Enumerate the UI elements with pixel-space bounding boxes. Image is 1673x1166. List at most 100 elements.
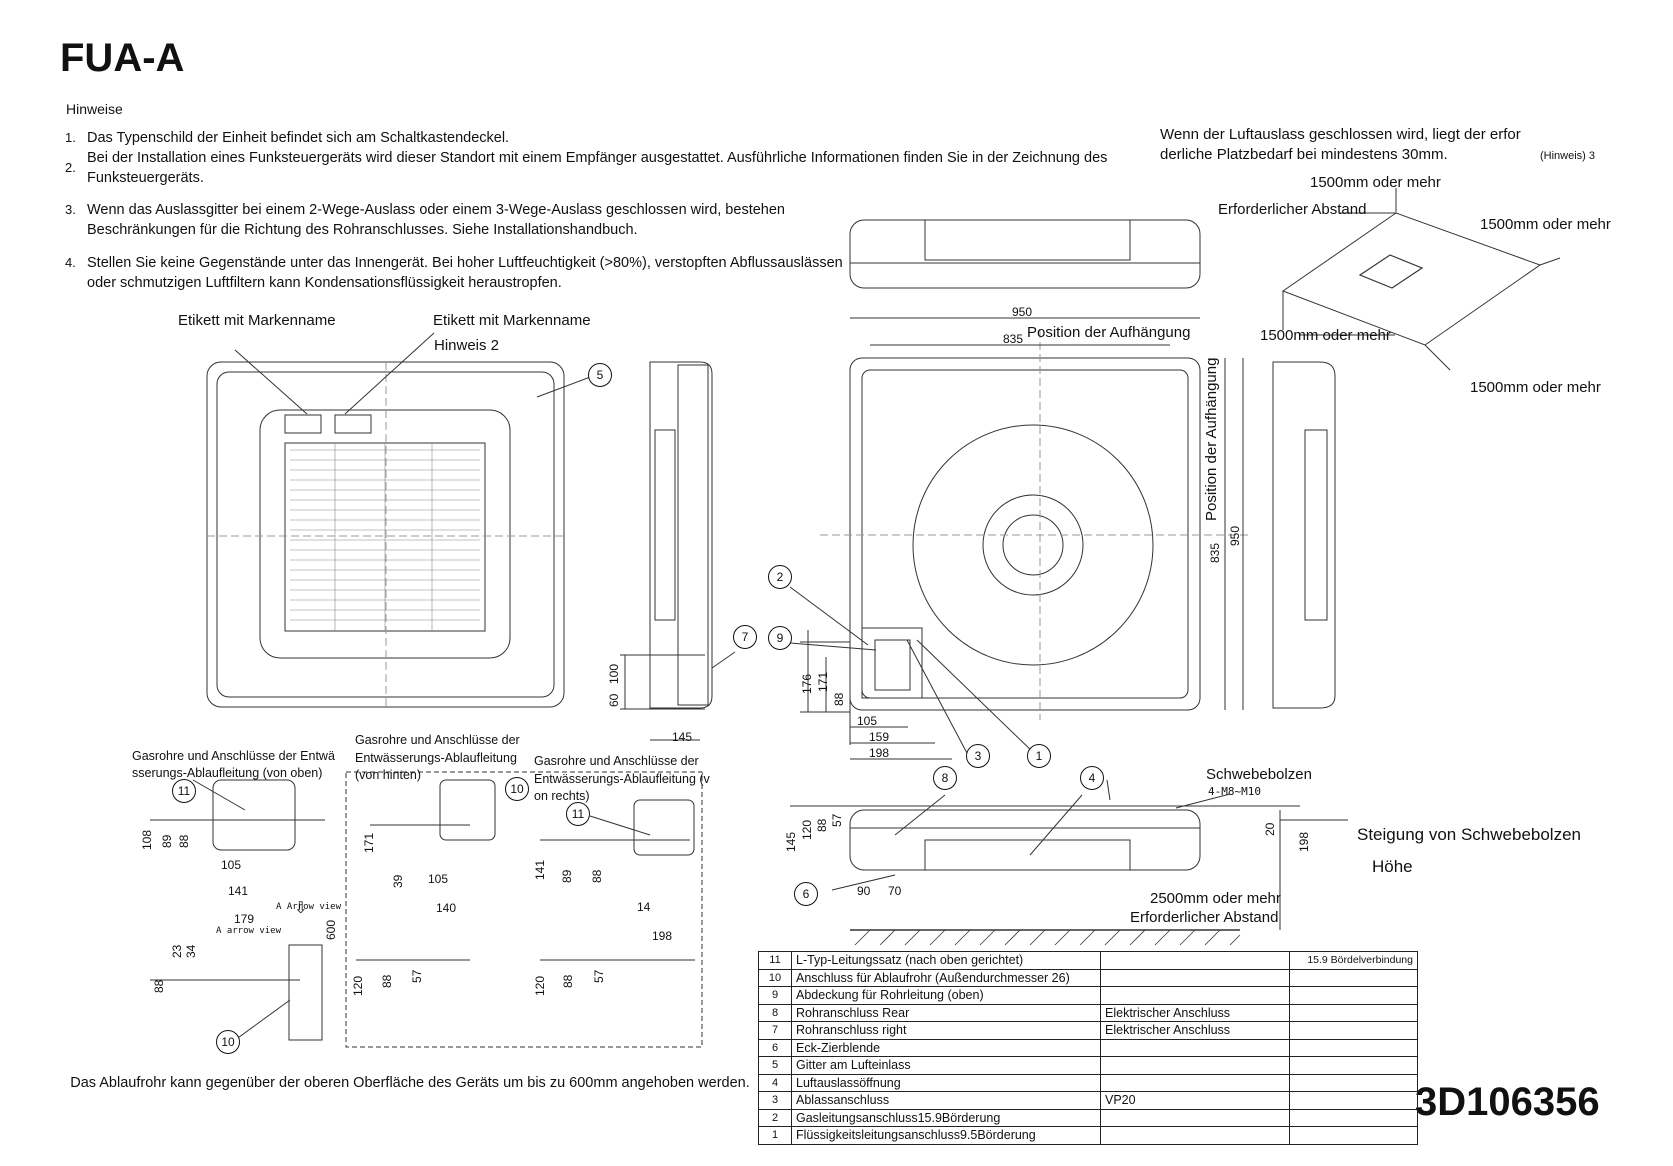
- dim-145: 145: [784, 831, 798, 852]
- part-extra: [1289, 1003, 1418, 1022]
- front-view-unit: [206, 332, 594, 708]
- dim-88: 88: [177, 834, 191, 848]
- pipe-view-2-title-line1: Gasrohre und Anschlüsse der: [355, 733, 520, 747]
- clearance-note-line2: derliche Platzbedarf bei mindestens 30mm…: [1160, 146, 1448, 163]
- part-spec: [1100, 968, 1290, 987]
- dim-835-vertical: 835: [1208, 542, 1222, 563]
- pipe-view-1-title-line1: Gasrohre und Anschlüsse der Entwä: [132, 749, 335, 763]
- part-extra: [1289, 1126, 1418, 1145]
- part-extra: [1289, 968, 1418, 987]
- part-number: 4: [758, 1073, 792, 1092]
- note-number: 3.: [65, 202, 76, 217]
- dim-89: 89: [560, 869, 574, 883]
- note-1: 1. Das Typenschild der Einheit befindet …: [65, 128, 1175, 148]
- dim-34: 34: [184, 944, 198, 958]
- dim-70: 70: [888, 884, 902, 898]
- part-description: Gasleitungsanschluss15.9Börderung: [791, 1108, 1101, 1127]
- drawing-number: 3D106356: [1415, 1080, 1600, 1124]
- note-number: 4.: [65, 255, 76, 270]
- balloon-9: 9: [768, 626, 792, 650]
- dim-120: 120: [351, 975, 365, 996]
- dim-60: 60: [607, 693, 621, 707]
- balloon-1: 1: [1027, 744, 1051, 768]
- suspension-position-horizontal: Position der Aufhängung: [1027, 324, 1191, 341]
- bolt-pitch-label: Steigung von Schwebebolzen: [1357, 825, 1581, 844]
- brand-label-2: Etikett mit Markenname: [433, 312, 591, 329]
- dim-108: 108: [140, 829, 154, 850]
- part-description: Rohranschluss right: [791, 1021, 1101, 1040]
- part-extra: [1289, 986, 1418, 1005]
- part-spec: [1100, 1126, 1290, 1145]
- clearance-note-ref: (Hinweis) 3: [1540, 150, 1596, 162]
- dim-100: 100: [607, 663, 621, 684]
- plan-view-unit: [789, 317, 1250, 760]
- dim-23: 23: [170, 944, 184, 958]
- top-elevation: [849, 219, 1201, 289]
- bottom-elevation: [790, 779, 1348, 946]
- dim-57: 57: [592, 969, 606, 983]
- part-spec: Elektrischer Anschluss: [1100, 1003, 1290, 1022]
- balloon-4: 4: [1080, 766, 1104, 790]
- dim-140: 140: [436, 901, 457, 915]
- balloon-10: 10: [505, 777, 529, 801]
- part-spec: [1100, 1108, 1290, 1127]
- part-number: 7: [758, 1021, 792, 1040]
- dim-88: 88: [815, 818, 829, 832]
- part-spec: [1100, 1056, 1290, 1075]
- side-view-right: [1272, 361, 1336, 709]
- part-description: Anschluss für Ablaufrohr (Außendurchmess…: [791, 968, 1101, 987]
- clearance-note-line1: Wenn der Luftauslass geschlossen wird, l…: [1160, 126, 1521, 143]
- arrow-view-label-2: A arrow view: [216, 926, 282, 936]
- part-number: 3: [758, 1091, 792, 1110]
- dim-159: 159: [869, 730, 890, 744]
- pipe-view-2-title-line2: Entwässerungs-Ablaufleitung: [355, 751, 517, 765]
- part-extra: [1289, 1091, 1418, 1110]
- part-number: 5: [758, 1056, 792, 1075]
- clearance-2500: 2500mm oder mehr: [1150, 890, 1281, 907]
- part-description: Abdeckung für Rohrleitung (oben): [791, 986, 1101, 1005]
- dim-105: 105: [221, 858, 242, 872]
- part-spec: [1100, 986, 1290, 1005]
- note-number: 1.: [65, 130, 76, 145]
- part-extra: [1289, 1038, 1418, 1057]
- dim-89: 89: [160, 834, 174, 848]
- side-view-left: [620, 361, 736, 741]
- part-spec: [1100, 951, 1290, 970]
- dim-88-lower: 88: [561, 974, 575, 988]
- part-description: Ablassanschluss: [791, 1091, 1101, 1110]
- dim-198: 198: [652, 929, 673, 943]
- part-spec: [1100, 1038, 1290, 1057]
- dim-120: 120: [533, 975, 547, 996]
- bolt-spec: 4-M8~M10: [1208, 785, 1261, 798]
- balloon-5: 5: [588, 363, 612, 387]
- dim-600: 600: [324, 919, 338, 940]
- part-extra: [1289, 1056, 1418, 1075]
- part-number: 10: [758, 968, 792, 987]
- pipe-view-1-title-line2: sserungs-Ablaufleitung (von oben): [132, 766, 323, 780]
- dim-90: 90: [857, 884, 871, 898]
- part-spec: VP20: [1100, 1091, 1290, 1110]
- note-2: 2. Bei der Installation eines Funksteuer…: [65, 148, 1175, 188]
- note-4: 4. Stellen Sie keine Gegenstände unter d…: [65, 253, 1175, 293]
- part-number: 6: [758, 1038, 792, 1057]
- part-extra: 15.9 Bördelverbindung: [1289, 951, 1418, 970]
- note-text: Wenn das Auslassgitter bei einem 2-Wege-…: [87, 202, 785, 238]
- dim-105: 105: [857, 714, 878, 728]
- dim-105: 105: [428, 872, 449, 886]
- dim-198: 198: [1297, 831, 1311, 852]
- dim-20: 20: [1263, 822, 1277, 836]
- dim-176: 176: [800, 673, 814, 694]
- clearance-left: 1500mm oder mehr: [1260, 327, 1391, 344]
- part-description: Luftauslassöffnung: [791, 1073, 1101, 1092]
- pipe-views: [150, 771, 703, 1048]
- part-description: Rohranschluss Rear: [791, 1003, 1101, 1022]
